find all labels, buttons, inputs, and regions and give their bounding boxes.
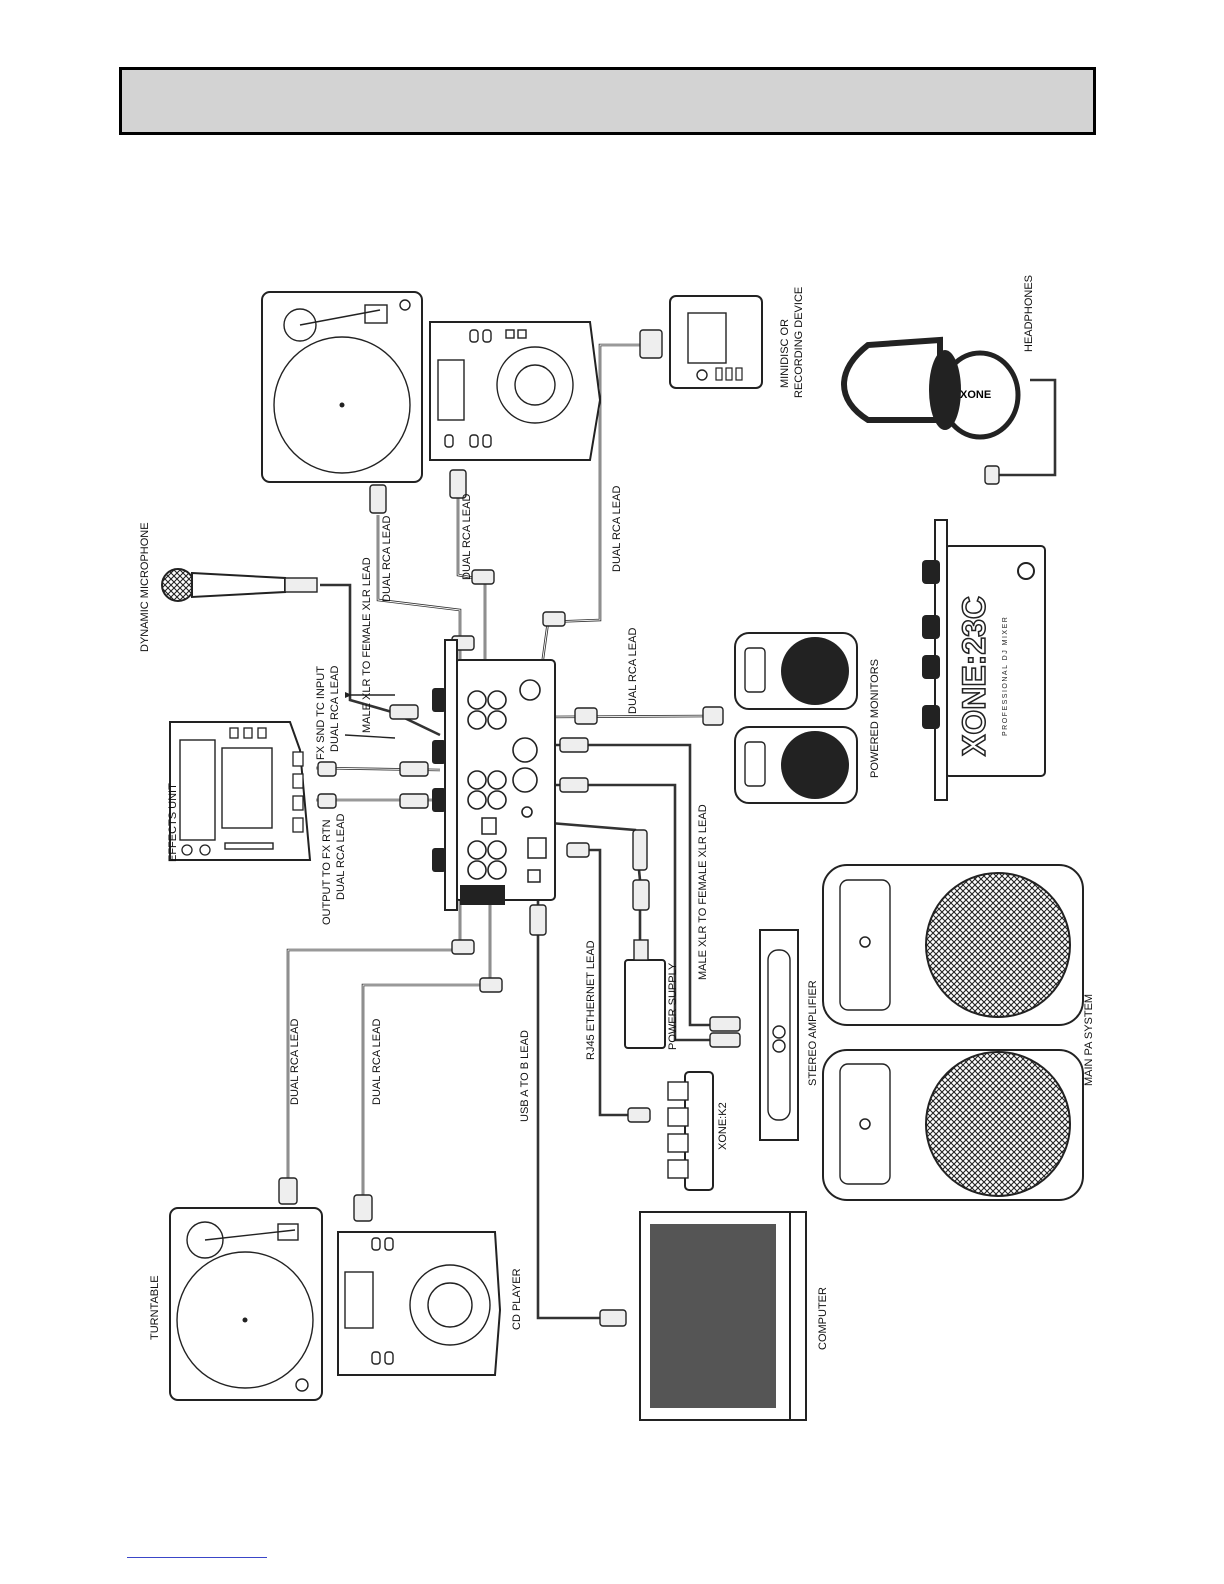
turntable-bottom-device <box>170 1208 322 1400</box>
svg-text:XONE: XONE <box>960 389 991 401</box>
minidisc-recorder-device <box>670 296 762 388</box>
label-headphones: HEADPHONES <box>1023 275 1035 352</box>
main-pa-speakers-device <box>823 865 1083 1200</box>
label-mic-lead: MALE XLR TO FEMALE XLR LEAD <box>361 557 373 733</box>
label-powered-monitors: POWERED MONITORS <box>869 659 881 778</box>
cd-player-top-device <box>430 322 600 460</box>
stereo-amplifier-device <box>760 930 798 1140</box>
powered-monitors-device <box>735 633 857 803</box>
label-minidisc-line2: RECORDING DEVICE <box>793 287 805 398</box>
xone-23c-mixer-rear-panel <box>432 640 555 910</box>
label-top-cd-lead: DUAL RCA LEAD <box>461 494 473 580</box>
label-effects-unit: EFFECTS UNIT <box>167 783 179 862</box>
label-computer: COMPUTER <box>817 1287 829 1350</box>
label-turntable: TURNTABLE <box>149 1275 161 1340</box>
power-supply-device <box>625 940 665 1048</box>
turntable-top-device <box>262 292 422 482</box>
label-ethernet-lead: RJ45 ETHERNET LEAD <box>585 940 597 1060</box>
label-output-to-fx-rtn-lead: DUAL RCA LEAD <box>335 814 347 900</box>
headphones-device: XONE <box>844 340 1018 437</box>
label-dynamic-microphone: DYNAMIC MICROPHONE <box>139 522 151 652</box>
label-main-pa-system: MAIN PA SYSTEM <box>1083 994 1095 1086</box>
mixer-tagline: PROFESSIONAL DJ MIXER <box>1002 616 1009 736</box>
cd-player-bottom-device <box>338 1232 500 1375</box>
label-amp-lead: MALE XLR TO FEMALE XLR LEAD <box>697 804 709 980</box>
label-minidisc-lead: DUAL RCA LEAD <box>611 486 623 572</box>
mixer-logo: XONE:23C <box>956 596 992 756</box>
dynamic-microphone-device <box>162 569 317 601</box>
footer-link-underline <box>127 1557 267 1558</box>
label-fx-snd-tc-input: FX SND TC INPUT <box>315 666 327 760</box>
label-bottom-cd-lead: DUAL RCA LEAD <box>371 1019 383 1105</box>
label-minidisc-line1: MINIDISC OR <box>779 319 791 388</box>
label-stereo-amplifier: STEREO AMPLIFIER <box>807 980 819 1086</box>
xone-23c-faceplate: XONE:23C PROFESSIONAL DJ MIXER <box>922 520 1045 800</box>
label-usb-lead: USB A TO B LEAD <box>519 1030 531 1122</box>
computer-device <box>640 1212 806 1420</box>
effects-unit-device <box>170 722 310 860</box>
label-fx-snd-tc-input-lead: DUAL RCA LEAD <box>329 666 341 752</box>
label-output-to-fx-rtn: OUTPUT TO FX RTN <box>321 819 333 925</box>
label-power-supply: POWER SUPPLY <box>667 962 679 1050</box>
xone-k2-device <box>668 1072 713 1190</box>
label-xone-k2: XONE:K2 <box>717 1102 729 1150</box>
label-bottom-turntable-lead: DUAL RCA LEAD <box>289 1019 301 1105</box>
label-monitor-lead: DUAL RCA LEAD <box>627 628 639 714</box>
label-top-turntable-lead: DUAL RCA LEAD <box>381 516 393 602</box>
label-cd-player: CD PLAYER <box>511 1268 523 1330</box>
